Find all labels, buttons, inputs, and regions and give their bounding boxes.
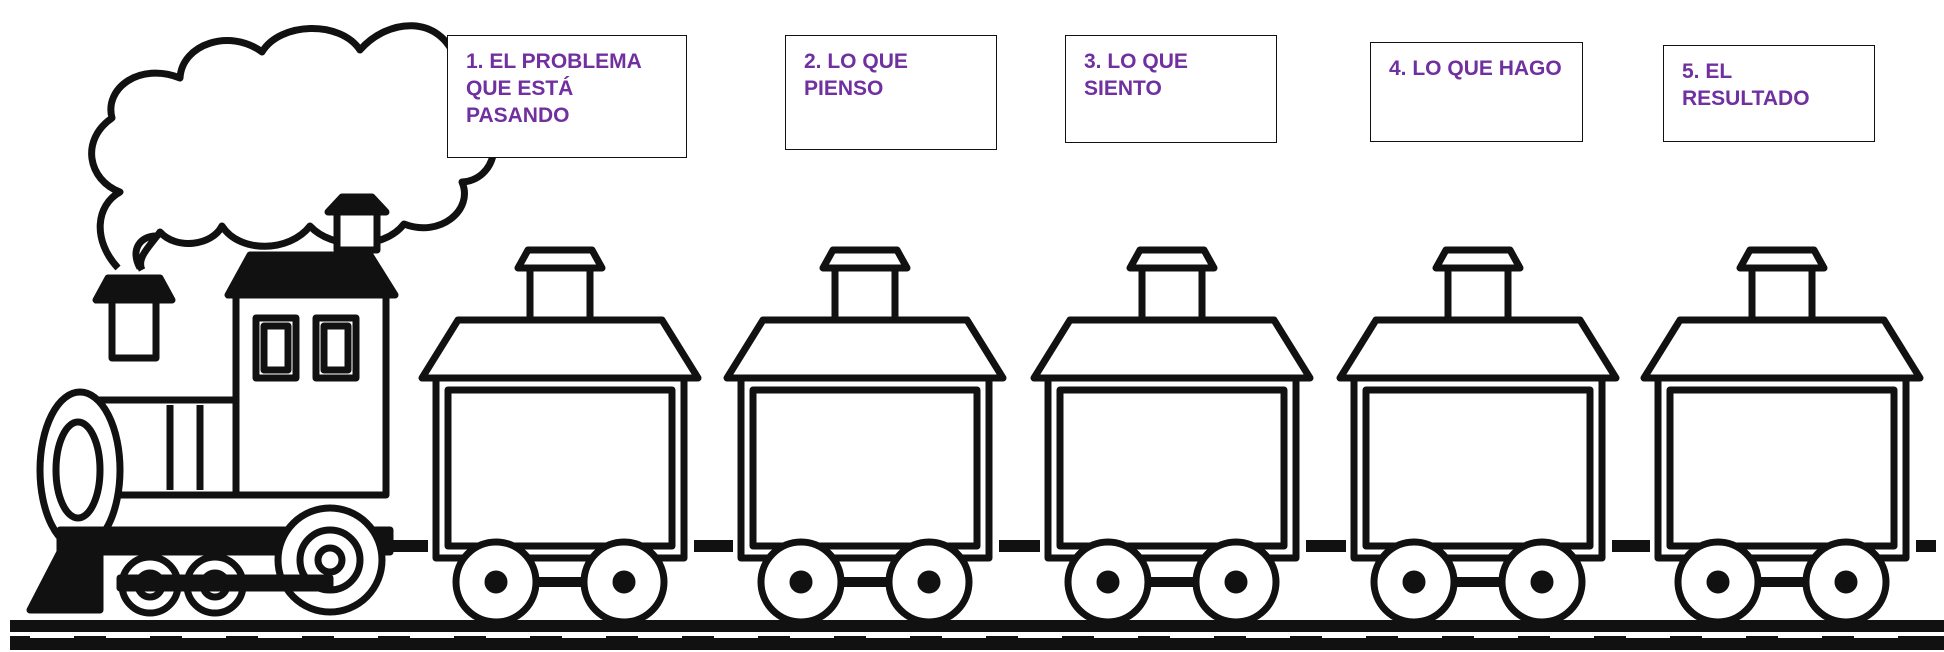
train-car-icon bbox=[1612, 246, 1924, 626]
step-text-3: LO QUE SIENTO bbox=[1084, 50, 1188, 100]
step-number-2: 2. bbox=[804, 50, 822, 73]
train-car-icon bbox=[388, 246, 702, 626]
train-cars bbox=[388, 246, 1936, 626]
step-number-1: 1. bbox=[466, 50, 484, 73]
train-car-icon bbox=[1306, 246, 1620, 626]
step-label-5: 5. EL RESULTADO bbox=[1663, 45, 1875, 142]
train-car-icon bbox=[694, 246, 1007, 626]
step-text-4: LO QUE HAGO bbox=[1412, 57, 1562, 80]
locomotive-icon bbox=[26, 193, 399, 617]
step-text-1: EL PROBLEMA QUE ESTÁ PASANDO bbox=[466, 50, 642, 127]
train-car-icon bbox=[999, 246, 1314, 626]
step-label-4: 4. LO QUE HAGO bbox=[1370, 42, 1583, 142]
step-number-3: 3. bbox=[1084, 50, 1102, 73]
step-label-3: 3. LO QUE SIENTO bbox=[1065, 35, 1277, 143]
smoke-cloud-icon bbox=[88, 22, 498, 272]
step-number-5: 5. bbox=[1682, 60, 1700, 83]
step-number-4: 4. bbox=[1389, 57, 1407, 80]
step-label-1: 1. EL PROBLEMA QUE ESTÁ PASANDO bbox=[447, 35, 687, 158]
step-text-5: EL RESULTADO bbox=[1682, 60, 1810, 110]
step-text-2: LO QUE PIENSO bbox=[804, 50, 908, 100]
step-label-2: 2. LO QUE PIENSO bbox=[785, 35, 997, 150]
rail-track-icon bbox=[10, 620, 1944, 650]
